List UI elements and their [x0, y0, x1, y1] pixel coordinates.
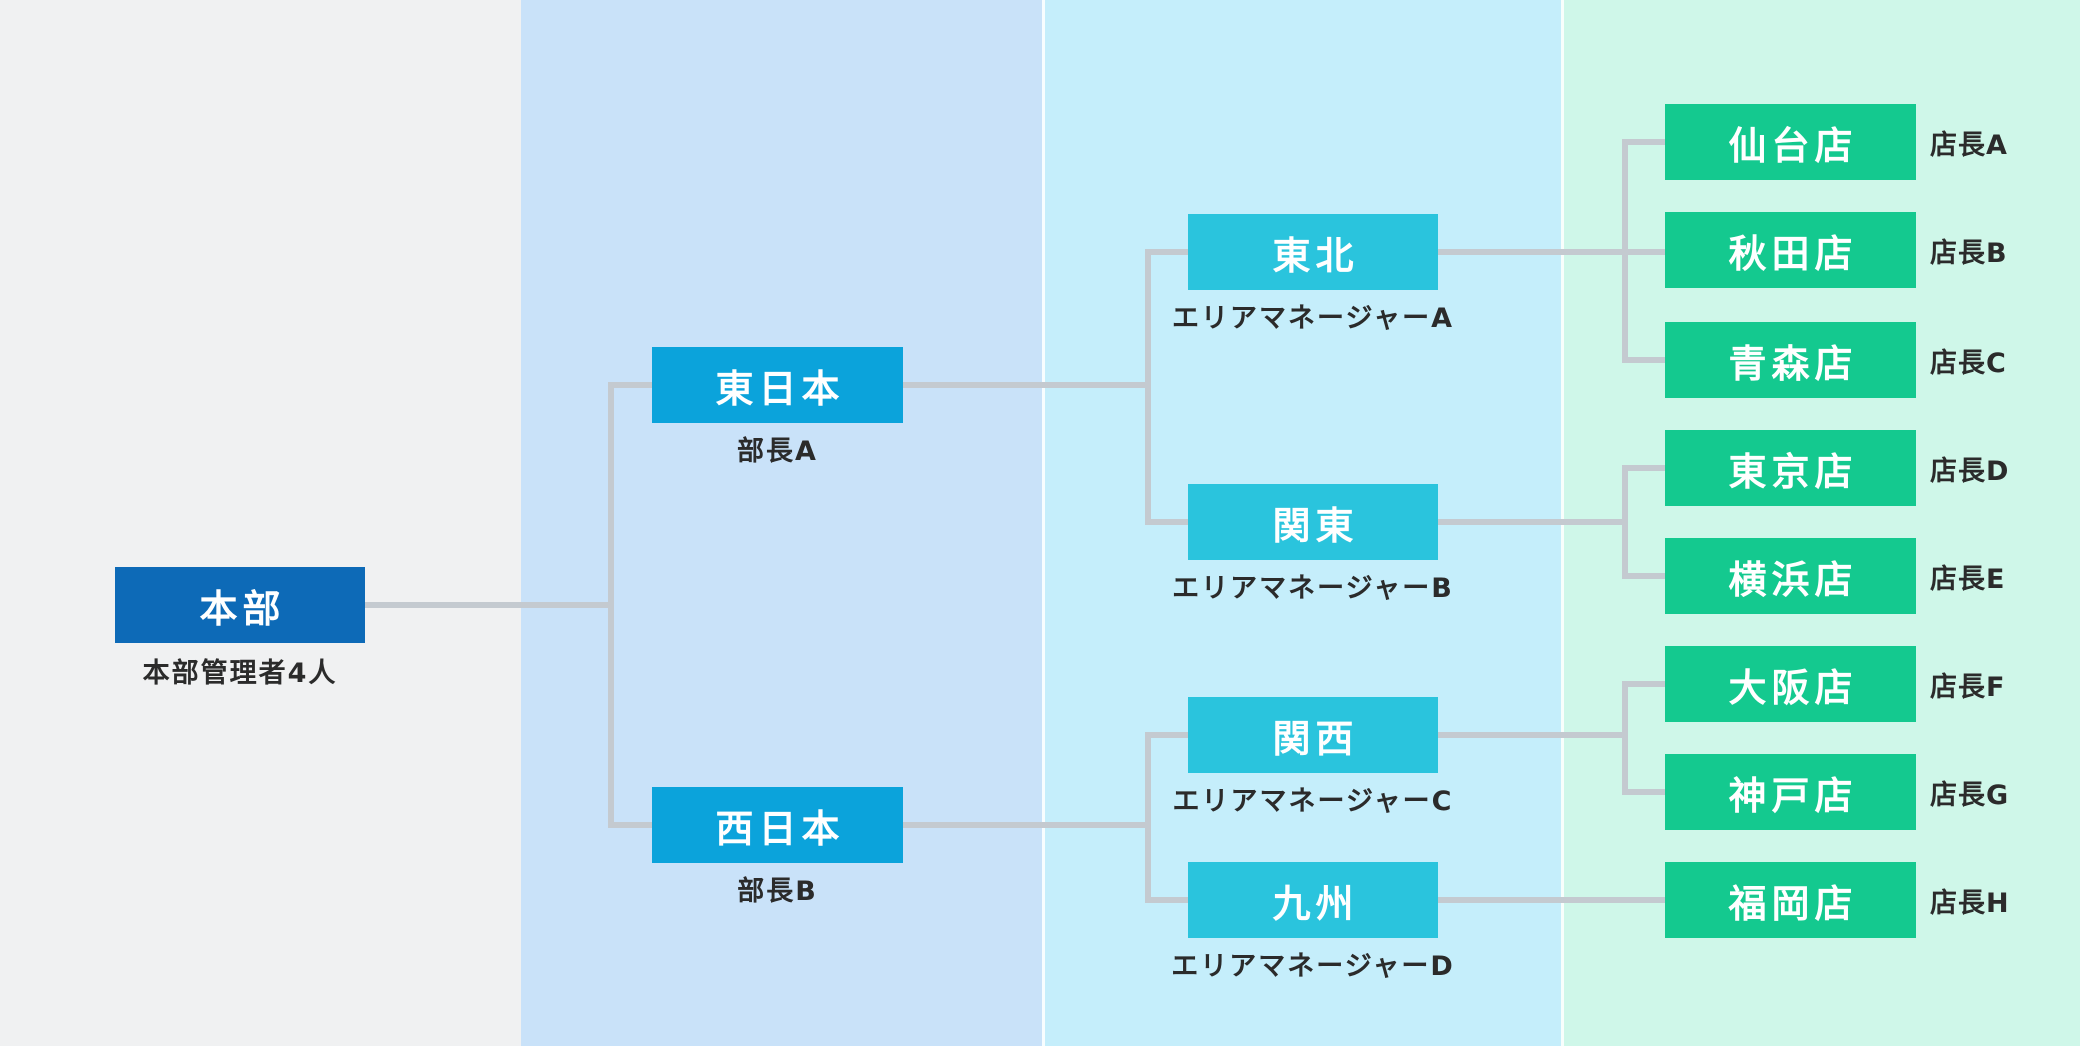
node-region-west-japan: 西日本	[652, 787, 903, 863]
node-store-kobe: 神戸店	[1665, 754, 1916, 830]
region-west-manager-label: 部長B	[737, 875, 818, 907]
area-kyushu-manager-label: エリアマネージャーD	[1171, 950, 1455, 982]
node-area-kyushu: 九州	[1188, 862, 1438, 938]
node-store-yokohama: 横浜店	[1665, 538, 1916, 614]
connector-east-to-areas	[903, 249, 1188, 525]
node-area-tohoku: 東北	[1188, 214, 1438, 290]
store-tokyo-manager-label: 店長D	[1930, 455, 2010, 487]
store-sendai-manager-label: 店長A	[1930, 129, 2008, 161]
connector-hq-to-regions	[365, 382, 653, 828]
band-region-level	[521, 0, 1042, 1046]
node-store-osaka: 大阪店	[1665, 646, 1916, 722]
node-headquarters: 本部	[115, 567, 365, 643]
connector-tohoku-to-stores	[1438, 139, 1665, 363]
store-aomori-manager-label: 店長C	[1930, 347, 2007, 379]
store-kobe-manager-label: 店長G	[1930, 779, 2010, 811]
region-east-manager-label: 部長A	[737, 435, 818, 467]
connector-west-to-areas	[903, 732, 1188, 903]
node-area-kansai: 関西	[1188, 697, 1438, 773]
store-yokohama-manager-label: 店長E	[1930, 563, 2006, 595]
area-kanto-manager-label: エリアマネージャーB	[1172, 572, 1454, 604]
area-kansai-manager-label: エリアマネージャーC	[1172, 785, 1454, 817]
headquarters-manager-label: 本部管理者4人	[142, 657, 338, 689]
store-osaka-manager-label: 店長F	[1930, 671, 2006, 703]
node-store-sendai: 仙台店	[1665, 104, 1916, 180]
node-store-fukuoka: 福岡店	[1665, 862, 1916, 938]
node-area-kanto: 関東	[1188, 484, 1438, 560]
node-store-tokyo: 東京店	[1665, 430, 1916, 506]
band-hq-level	[0, 0, 521, 1046]
store-akita-manager-label: 店長B	[1930, 237, 2008, 269]
store-fukuoka-manager-label: 店長H	[1930, 887, 2010, 919]
connector-kanto-to-stores	[1438, 465, 1665, 579]
node-store-aomori: 青森店	[1665, 322, 1916, 398]
connector-kansai-to-stores	[1438, 681, 1665, 795]
node-region-east-japan: 東日本	[652, 347, 903, 423]
node-store-akita: 秋田店	[1665, 212, 1916, 288]
area-tohoku-manager-label: エリアマネージャーA	[1171, 302, 1454, 334]
